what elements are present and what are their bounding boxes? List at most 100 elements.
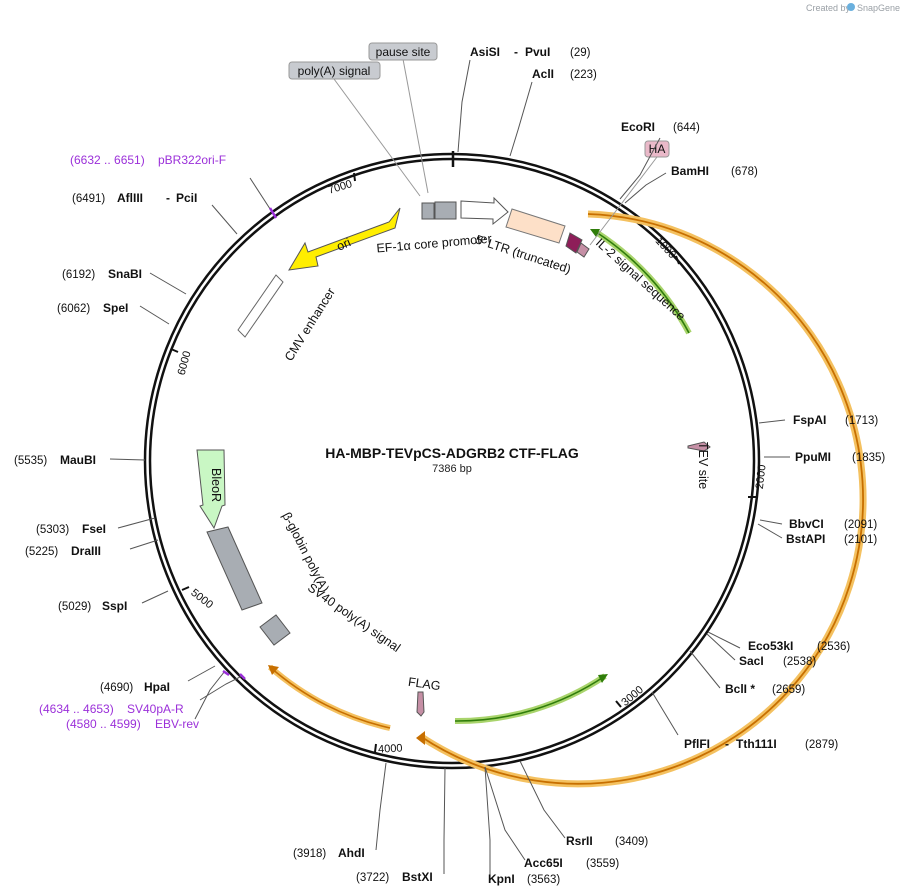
svg-text:(4634 .. 4653): (4634 .. 4653) xyxy=(39,702,114,716)
tick-4000: 4000 xyxy=(378,742,403,755)
svg-text:SacI: SacI xyxy=(739,654,764,668)
primer-pbr322ori-f[interactable]: (6632 .. 6651) pBR322ori-F xyxy=(70,153,226,167)
sv40-polya-feature xyxy=(259,614,291,646)
enzyme-site-bstapi[interactable]: BstAPI (2101) xyxy=(786,532,877,546)
enzyme-site-bstxi[interactable]: (3722) BstXI xyxy=(356,870,433,884)
enzyme-site-kpni[interactable]: KpnI (3563) xyxy=(488,872,560,886)
enzyme-site-ecori[interactable]: EcoRI (644) xyxy=(621,120,700,134)
bglobin-polya-feature xyxy=(206,526,263,611)
ha-box[interactable] xyxy=(644,140,670,158)
enzyme-site-draiii[interactable]: (5225) DraIII xyxy=(25,544,101,558)
svg-text:(223): (223) xyxy=(570,69,597,81)
enzyme-site-ppumi[interactable]: PpuMI (1835) xyxy=(795,450,885,464)
svg-text:(644): (644) xyxy=(673,122,700,134)
brand-name: SnapGene xyxy=(857,3,900,13)
green-arc-lower xyxy=(454,673,607,725)
tick-7000: 7000 xyxy=(327,178,354,197)
plasmid-size: 7386 bp xyxy=(432,463,472,475)
polya-signal-callout: poly(A) signal xyxy=(298,64,371,78)
svg-text:(2101): (2101) xyxy=(844,534,877,546)
enzyme-site-snabi[interactable]: (6192) SnaBI xyxy=(62,267,142,281)
svg-text:(4690): (4690) xyxy=(100,682,133,694)
svg-text:(29): (29) xyxy=(570,47,591,59)
svg-text:(1835): (1835) xyxy=(852,452,885,464)
svg-text:(5303): (5303) xyxy=(36,524,69,536)
svg-text:AflIII: AflIII xyxy=(117,191,143,205)
tick-3000: 3000 xyxy=(619,684,645,709)
tev-label: TEV site xyxy=(696,442,710,489)
svg-text:(3563): (3563) xyxy=(527,874,560,886)
polya-signal-feature xyxy=(434,201,457,220)
cmv-enhancer-feature xyxy=(237,274,284,338)
svg-text:BclI *: BclI * xyxy=(725,682,755,696)
svg-text:SpeI: SpeI xyxy=(103,301,128,315)
svg-text:(6062): (6062) xyxy=(57,303,90,315)
svg-text:(3559): (3559) xyxy=(586,858,619,870)
primer-ebv-rev[interactable]: (4580 .. 4599) EBV-rev xyxy=(66,717,199,731)
ori-label: ori xyxy=(335,235,353,253)
svg-text:FspAI: FspAI xyxy=(793,413,826,427)
svg-text:(2091): (2091) xyxy=(844,519,877,531)
primer-sv40pa-r[interactable]: (4634 .. 4653) SV40pA-R xyxy=(39,702,184,716)
enzyme-site-asisi-pvui[interactable]: AsiSI - PvuI (29) xyxy=(470,45,591,59)
svg-text:SspI: SspI xyxy=(102,599,127,613)
plasmid-name: HA-MBP-TEVpCS-ADGRB2 CTF-FLAG xyxy=(325,445,579,461)
enzyme-site-spei[interactable]: (6062) SpeI xyxy=(57,301,128,315)
svg-text:-: - xyxy=(166,191,170,205)
enzyme-site-fspai[interactable]: FspAI (1713) xyxy=(793,413,878,427)
credit-text: Created by xyxy=(806,3,851,13)
svg-text:Eco53kI: Eco53kI xyxy=(748,639,793,653)
svg-text:EBV-rev: EBV-rev xyxy=(155,717,199,731)
enzyme-site-bcli[interactable]: BclI * (2659) xyxy=(725,682,805,696)
svg-text:PciI: PciI xyxy=(176,191,197,205)
svg-text:DraIII: DraIII xyxy=(71,544,101,558)
pause-site-feature xyxy=(421,202,435,220)
snapgene-logo-icon xyxy=(847,3,855,11)
pause-site-box[interactable] xyxy=(368,42,438,61)
enzyme-site-maubi[interactable]: (5535) MauBI xyxy=(14,453,96,467)
orf-arc-core xyxy=(419,213,864,785)
pause-site-callout: pause site xyxy=(376,45,431,59)
flag-label: FLAG xyxy=(407,675,441,693)
tick-6000: 6000 xyxy=(176,350,194,377)
svg-text:BstAPI: BstAPI xyxy=(786,532,825,546)
orf-arc xyxy=(418,210,867,788)
svg-text:SV40pA-R: SV40pA-R xyxy=(127,702,184,716)
enzyme-site-afliii-pcii[interactable]: (6491) AflIII - PciI xyxy=(72,191,197,205)
enzyme-site-pflfi-tth111i[interactable]: PflFI - Tth111I (2879) xyxy=(684,737,838,751)
ltr-feature xyxy=(505,208,566,244)
ebv-primer-mark xyxy=(222,669,230,677)
enzyme-site-acc65i[interactable]: Acc65I (3559) xyxy=(524,856,619,870)
svg-text:Tth111I: Tth111I xyxy=(736,737,777,751)
enzyme-site-hpai[interactable]: (4690) HpaI xyxy=(100,680,170,694)
polya-signal-box[interactable] xyxy=(288,61,381,80)
il2-signal-feature xyxy=(565,232,583,254)
ha-tag-feature xyxy=(576,242,590,258)
svg-text:AclI: AclI xyxy=(532,67,554,81)
tick-5000: 5000 xyxy=(188,587,215,612)
enzyme-site-rsrii[interactable]: RsrII (3409) xyxy=(566,834,648,848)
bleor-label: BleoR xyxy=(209,468,223,502)
enzyme-site-eco53ki[interactable]: Eco53kI (2536) xyxy=(748,639,850,653)
enzyme-site-bbvci[interactable]: BbvCI (2091) xyxy=(789,517,877,531)
sv40-label: SV40 poly(A) signal xyxy=(305,581,403,655)
tev-site-feature xyxy=(687,441,711,452)
enzyme-site-sspi[interactable]: (5029) SspI xyxy=(58,599,127,613)
orf-arrowhead xyxy=(416,731,425,745)
enzyme-site-saci[interactable]: SacI (2538) xyxy=(739,654,816,668)
svg-text:(2536): (2536) xyxy=(817,641,850,653)
svg-text:(2538): (2538) xyxy=(783,656,816,668)
svg-text:AsiSI: AsiSI xyxy=(470,45,500,59)
enzyme-site-fsei[interactable]: (5303) FseI xyxy=(36,522,106,536)
svg-text:pBR322ori-F: pBR322ori-F xyxy=(158,153,226,167)
enzyme-site-acli[interactable]: AclI (223) xyxy=(532,67,597,81)
svg-text:RsrII: RsrII xyxy=(566,834,593,848)
enzyme-site-bamhi[interactable]: BamHI (678) xyxy=(671,164,758,178)
svg-text:(6192): (6192) xyxy=(62,269,95,281)
svg-text:BbvCI: BbvCI xyxy=(789,517,824,531)
svg-text:BstXI: BstXI xyxy=(402,870,433,884)
svg-text:(1713): (1713) xyxy=(845,415,878,427)
svg-text:(2659): (2659) xyxy=(772,684,805,696)
enzyme-site-ahdi[interactable]: (3918) AhdI xyxy=(293,846,365,860)
